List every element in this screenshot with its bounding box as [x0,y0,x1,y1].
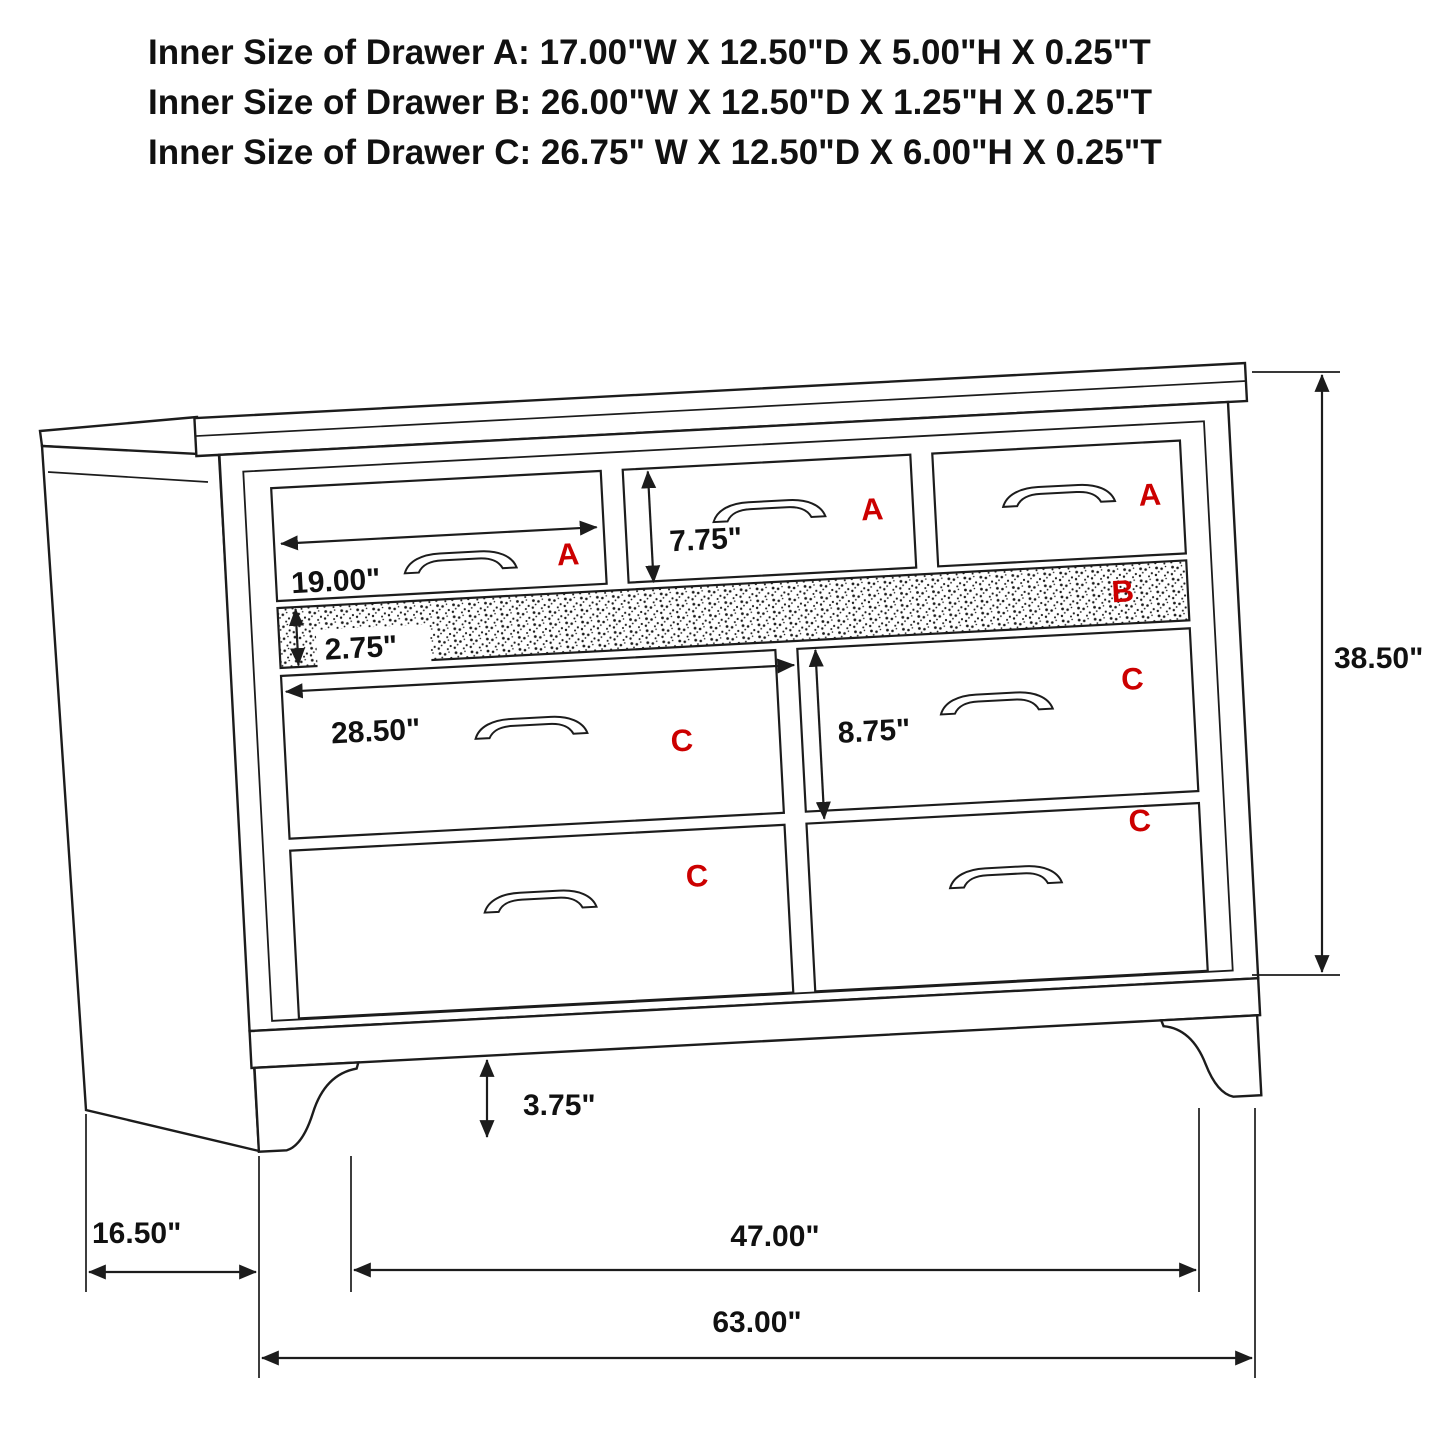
letter-drawer-a-left: A [556,536,580,572]
dim-drawer-c-height: 8.75" [808,648,911,820]
base-apron [248,976,1262,1070]
letter-drawer-c-upper-left: C [670,722,694,758]
letter-drawer-c-upper-right: C [1120,661,1144,697]
drawer-a-middle [621,453,918,584]
dim-drawer-a-width: 19.00" [280,520,598,601]
dim-label-overall-height: 38.50" [1334,642,1423,675]
letter-drawer-c-lower-right: C [1128,803,1152,839]
dim-overall-height: 38.50" [1252,371,1423,976]
side-panel-top-line [47,471,209,483]
drawer-b-sparkle-strip [276,559,1191,670]
dim-label-overall-width: 63.00" [712,1306,801,1339]
dim-label-drawer-a-width: 19.00" [290,563,381,601]
label-backing [315,624,432,669]
letter-drawer-a-right: A [1138,477,1162,513]
drawer-c-lower-right [805,801,1209,993]
drawer-a-right [931,439,1188,568]
dim-drawer-a-height: 7.75" [641,470,743,584]
header-line-drawer-a: Inner Size of Drawer A: 17.00"W X 12.50"… [148,33,1151,72]
dim-label-drawer-c-height: 8.75" [837,713,911,750]
letter-drawer-b: B [1111,573,1135,609]
dim-label-drawer-b-height: 2.75" [324,630,398,667]
letter-drawer-c-lower-left: C [685,858,709,894]
dim-depth: 16.50" [85,1114,257,1292]
dim-label-foot-height: 3.75" [523,1089,596,1122]
dim-label-leg-span: 47.00" [730,1220,819,1253]
dim-foot-height: 3.75" [479,1059,596,1138]
letter-drawer-a-middle: A [860,491,884,527]
dim-label-depth: 16.50" [92,1217,181,1250]
dim-label-drawer-a-height: 7.75" [669,522,743,559]
dim-overall-width: 63.00" [258,1108,1256,1378]
dim-label-drawer-c-width: 28.50" [330,713,421,751]
dim-leg-span: 47.00" [350,1108,1200,1292]
drawer-c-upper-right [796,627,1200,813]
right-bracket-foot [1159,1014,1263,1098]
dim-drawer-c-width: 28.50" [284,658,796,751]
header-line-drawer-b: Inner Size of Drawer B: 26.00"W X 12.50"… [148,83,1152,122]
header-line-drawer-c: Inner Size of Drawer C: 26.75" W X 12.50… [148,133,1162,172]
dresser-front: 19.00" 7.75" 2.75" 28.50" 8.75" A A A B … [193,361,1263,1154]
top-slab-bevel-line [195,380,1246,437]
left-bracket-foot [253,1061,360,1154]
drawer-c-lower-left [289,823,795,1020]
